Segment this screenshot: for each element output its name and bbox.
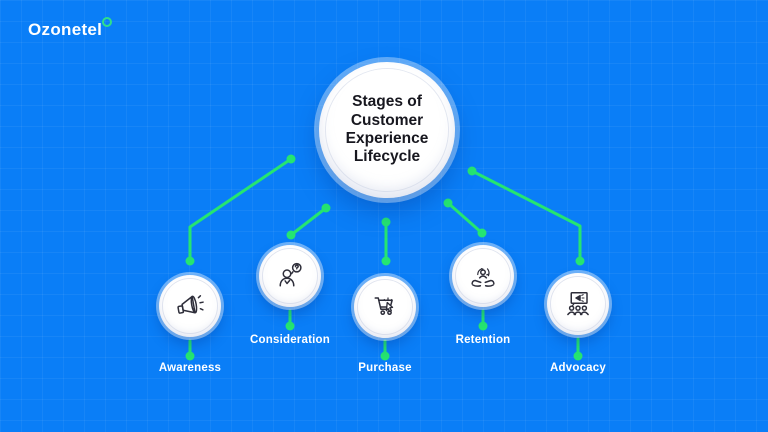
stage-label-advocacy: Advocacy: [550, 362, 606, 374]
person-question-icon: [279, 262, 302, 287]
diagram-title-line: Stages of: [352, 93, 422, 111]
hands-customer-icon: [471, 268, 495, 287]
diagram-title-line: Lifecycle: [353, 148, 421, 166]
stage-advocacy-circle: [547, 273, 609, 335]
stage-label-consideration: Consideration: [250, 334, 330, 346]
diagram-title: Stages of Customer Experience Lifecycle: [346, 93, 429, 166]
stage-label-retention: Retention: [455, 334, 511, 346]
connector-retention: [446, 201, 484, 235]
connector-awareness: [188, 157, 293, 263]
diagram-title-line: Experience: [345, 130, 429, 147]
stage-consideration-circle: [259, 245, 321, 307]
brand-logo-ring-icon: [102, 17, 113, 27]
stage-label-purchase: Purchase: [358, 362, 412, 374]
presentation-audience-icon: [567, 292, 589, 316]
brand-logo-text: Ozonetel: [28, 20, 103, 39]
stage-purchase-circle: [354, 276, 416, 338]
brand-logo: Ozonetel: [28, 17, 113, 40]
diagram-title-line: Customer: [350, 111, 424, 129]
central-circle: Stages of Customer Experience Lifecycle: [319, 62, 455, 198]
cart-click-icon: [374, 297, 394, 316]
stage-label-awareness: Awareness: [158, 362, 222, 374]
stage-retention-circle: [452, 245, 514, 307]
connector-consideration: [289, 206, 328, 237]
stage-awareness-circle: [159, 275, 221, 337]
megaphone-icon: [177, 295, 204, 314]
